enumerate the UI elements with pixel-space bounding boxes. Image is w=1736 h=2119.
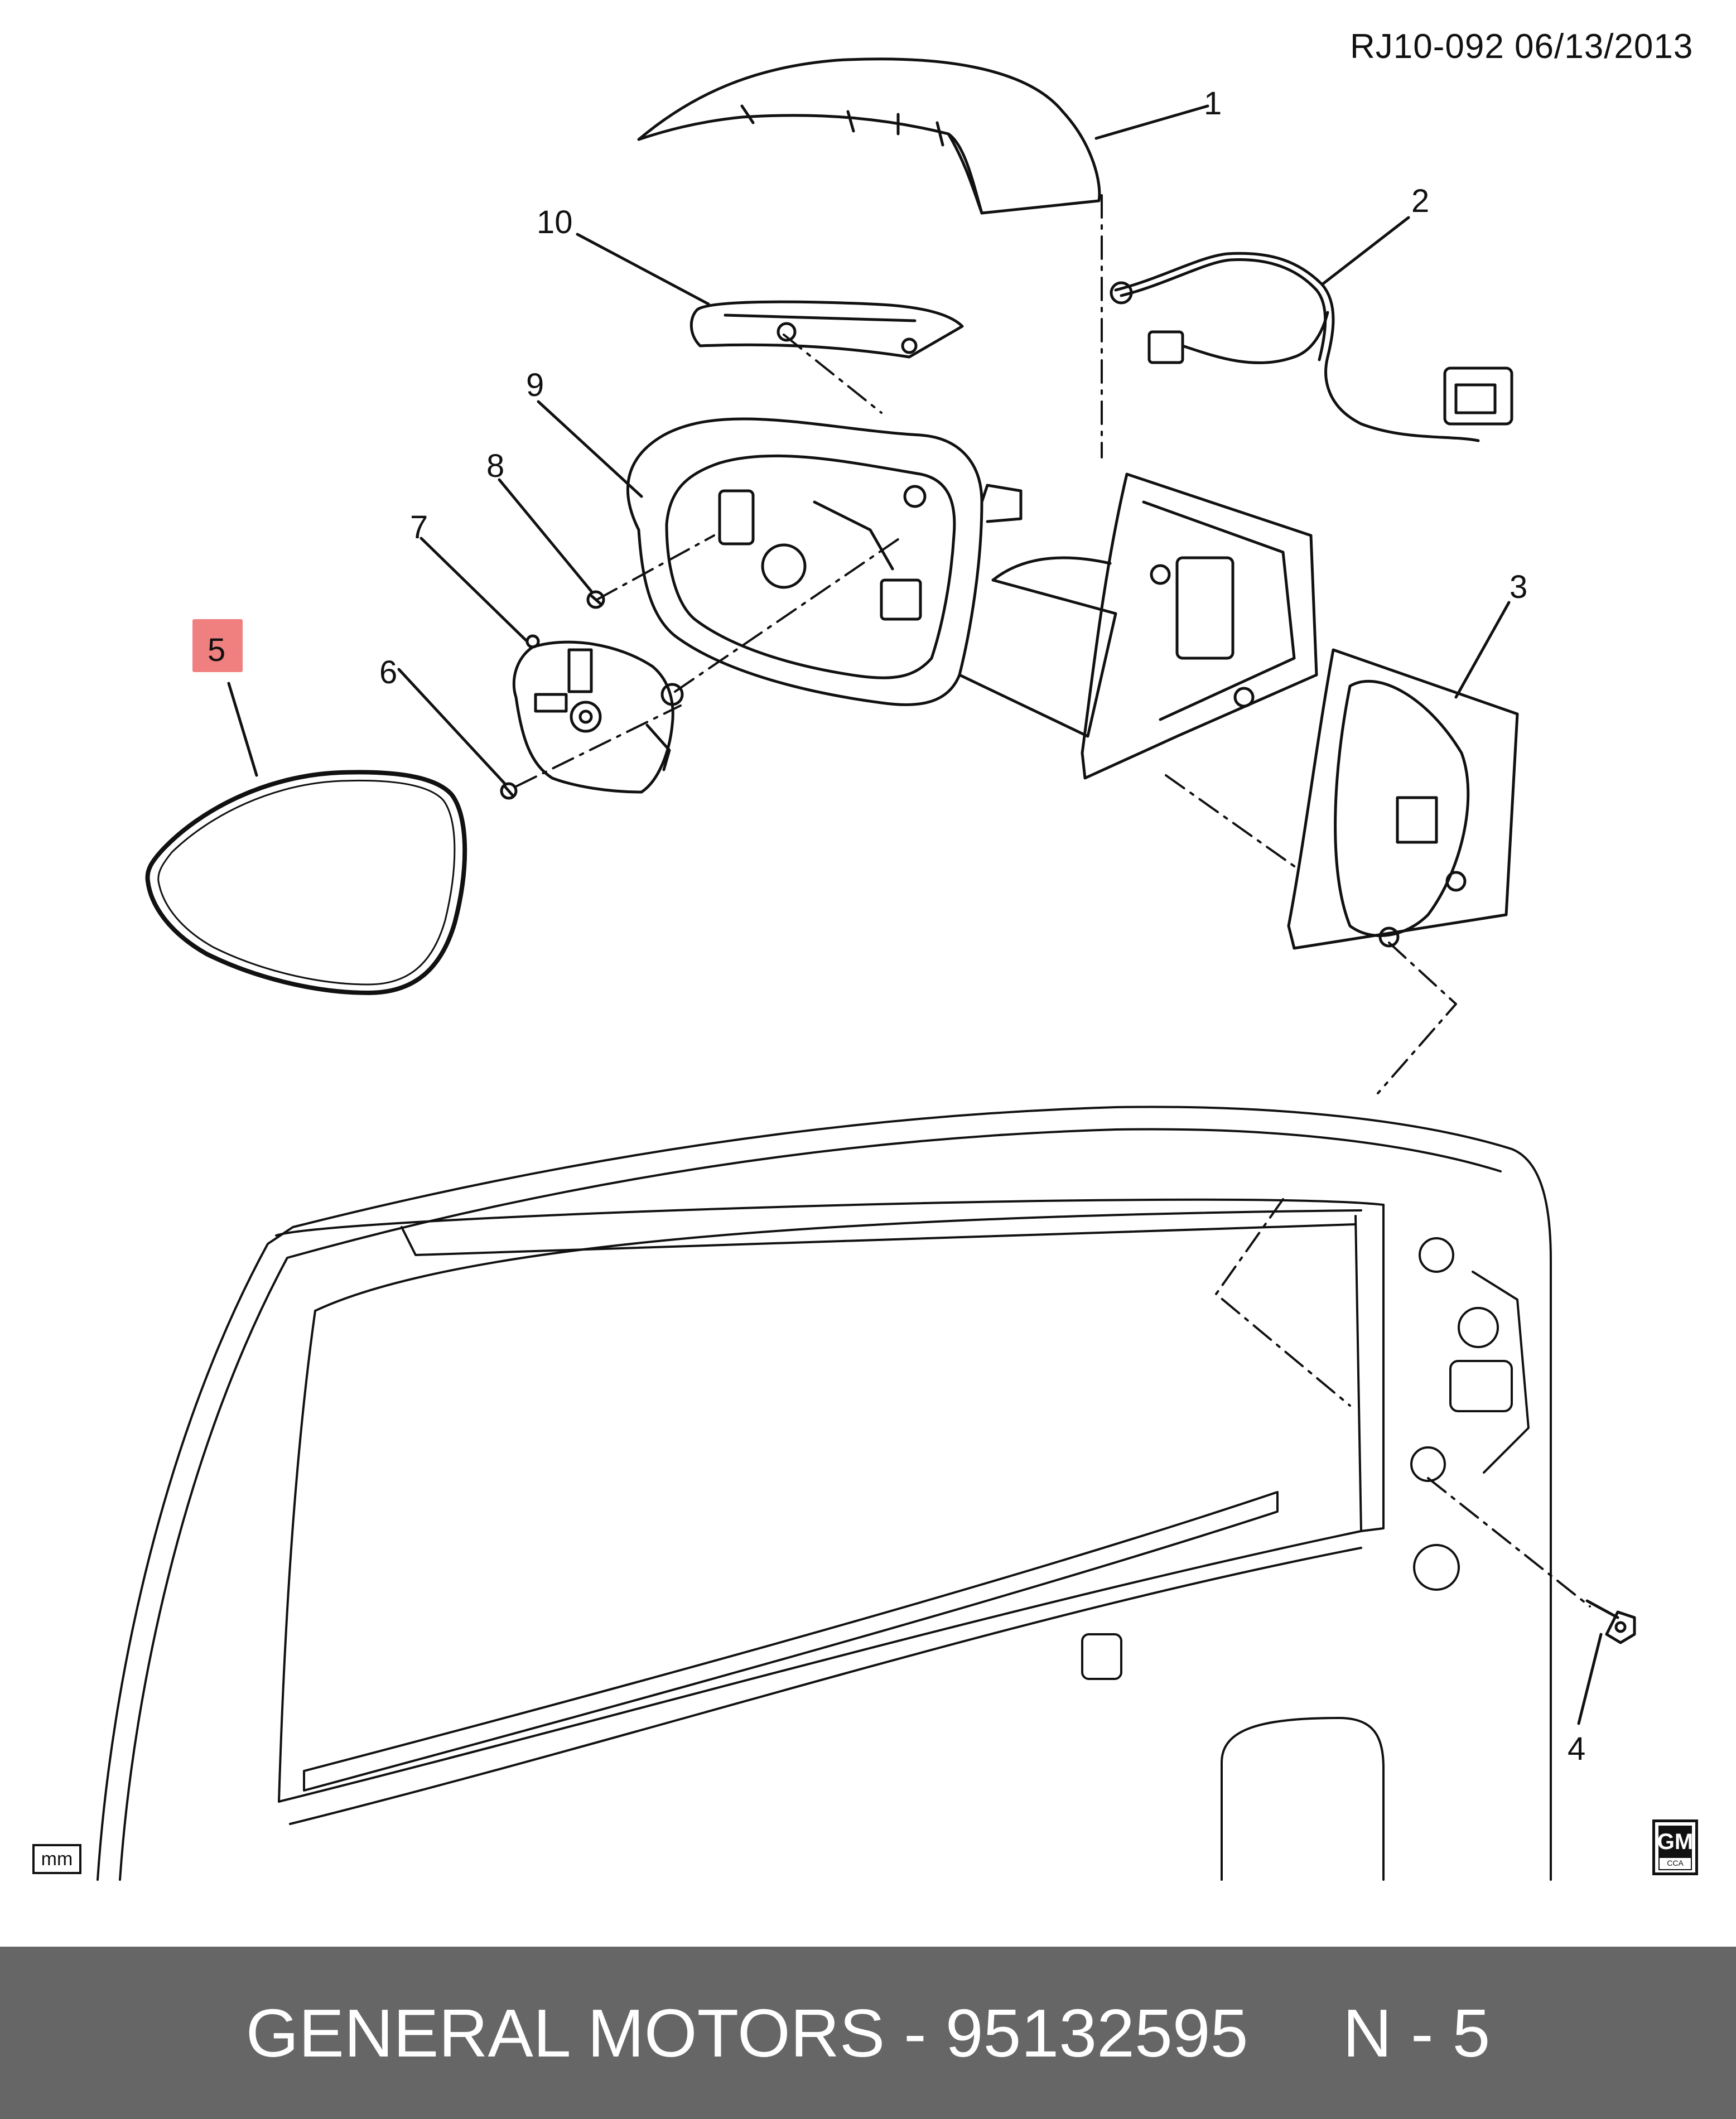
- door-outline: [97, 1106, 1552, 1881]
- callout-3: 3: [1510, 569, 1527, 605]
- footer-bar: GENERAL MOTORS - 95132595 N - 5: [0, 1947, 1736, 2119]
- parts-diagram: RJ10-092 06/13/2013: [32, 27, 1698, 1881]
- screw-part-6: [500, 782, 518, 800]
- callout-8: 8: [486, 448, 504, 484]
- diagram-reference-code: RJ10-092 06/13/2013: [1350, 27, 1694, 66]
- mirror-actuator-part: [512, 634, 684, 794]
- callout-10: 10: [537, 204, 573, 240]
- callout-9: 9: [526, 367, 544, 403]
- mirror-glass-part: [145, 770, 467, 995]
- mirror-housing-part: [626, 417, 1117, 738]
- diagram-drawing: 1 2 3 4 5 6 7 8 9 10: [97, 57, 1636, 1881]
- wiring-harness-part: [1110, 252, 1513, 442]
- callout-5: 5: [208, 632, 225, 668]
- callout-7: 7: [410, 509, 428, 546]
- callout-1: 1: [1204, 85, 1222, 122]
- leader-lines: [227, 104, 1603, 1725]
- turn-signal-lamp-part: [689, 300, 964, 359]
- mirror-base-part: [1081, 472, 1519, 950]
- callout-5-highlight: [192, 619, 243, 672]
- gm-logo-sub: CCA: [1658, 1856, 1692, 1870]
- bolt-part: [1585, 1599, 1636, 1644]
- units-indicator: mm: [32, 1844, 81, 1874]
- gm-logo: GM CCA: [1652, 1819, 1698, 1875]
- callout-6: 6: [379, 654, 397, 691]
- gm-logo-main: GM: [1657, 1826, 1693, 1858]
- assembly-lines: [515, 194, 1591, 1608]
- callout-2: 2: [1411, 183, 1429, 219]
- mirror-cover-part: [637, 57, 1101, 215]
- footer-part-number: GENERAL MOTORS - 95132595 N - 5: [245, 1995, 1491, 2071]
- callout-4: 4: [1568, 1731, 1585, 1767]
